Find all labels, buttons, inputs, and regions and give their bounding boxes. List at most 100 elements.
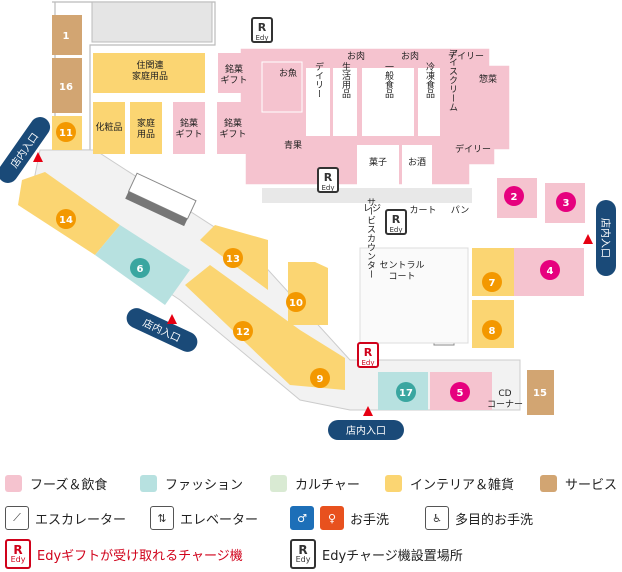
shop-circle [396, 382, 416, 402]
legend-culture-label: カルチャー [295, 478, 360, 493]
area-label-osake: お酒 [408, 157, 426, 168]
entrance-2[interactable]: 店内入口 [123, 305, 200, 355]
shop-marker-4[interactable]: 4 [540, 260, 560, 280]
wheelchair-icon: ♿ [425, 506, 449, 530]
svg-text:Edy: Edy [321, 184, 334, 192]
area-label-service_counter: サービスカウンター [365, 197, 376, 278]
entrance-label: 店内入口 [599, 218, 612, 258]
shop-marker-9[interactable]: 9 [310, 368, 330, 388]
svg-text:Edy: Edy [361, 359, 374, 367]
area-label-daily_r: デイリー [455, 143, 491, 155]
shop-circle [556, 192, 576, 212]
shop-marker-12[interactable]: 12 [233, 321, 253, 341]
entrance-arrow-icon [33, 152, 43, 162]
entrance-arrow-icon [363, 406, 373, 416]
shop-number: 11 [59, 128, 73, 139]
edy-icon [317, 167, 339, 193]
shop-circle [233, 321, 253, 341]
area-label-seika: 青果 [284, 139, 302, 151]
legend-elevator-label: エレベーター [180, 512, 259, 528]
swatch-foods [5, 475, 22, 492]
legend-service-label: サービス [565, 478, 618, 493]
legend-edy-gift-label: Edyギフトが受け取れるチャージ機 [37, 548, 243, 564]
shop-circle [56, 122, 76, 142]
shop-circle [530, 382, 550, 402]
food-block-osake [402, 145, 432, 185]
svg-text:R: R [258, 21, 267, 34]
area-label-daily_top: デイリー [448, 50, 484, 62]
shop-marker-8[interactable]: 8 [482, 320, 502, 340]
area-label-daily_v: デイリー [313, 61, 324, 98]
shop-marker-6[interactable]: 6 [130, 258, 150, 278]
shop-marker-15[interactable]: 15 [530, 382, 550, 402]
legend-interior-label: インテリア＆雑貨 [410, 478, 515, 493]
food-block-seikatsu [333, 68, 357, 136]
swatch-service [540, 475, 557, 492]
legend-escalator-label: エスカレーター [35, 512, 127, 528]
entrance-3[interactable]: 店内入口 [328, 420, 404, 440]
legend-culture: カルチャー [270, 474, 360, 493]
shop-marker-5[interactable]: 5 [450, 382, 470, 402]
elevator-icon: ⇅ [150, 506, 174, 530]
shop-number: 17 [399, 388, 413, 399]
svg-text:Edy: Edy [255, 34, 268, 42]
edy-icon [385, 209, 407, 235]
edy-icon [357, 342, 379, 368]
interior-block-12 [185, 265, 345, 390]
male-toilet-icon: ♂ [290, 506, 314, 530]
female-toilet-icon: ♀ [320, 506, 344, 530]
area-label-oniku1: お肉 [347, 50, 365, 62]
shop-number: 16 [59, 82, 73, 93]
shop-circle [286, 292, 306, 312]
legend-fashion: ファッション [140, 474, 243, 493]
shop-marker-13[interactable]: 13 [223, 248, 243, 268]
shop-circle [310, 368, 330, 388]
legend-multi-toilet: ♿ 多目的お手洗 [425, 506, 533, 530]
shop-marker-11[interactable]: 11 [56, 122, 76, 142]
shop-marker-16[interactable]: 16 [56, 76, 76, 96]
shop-marker-14[interactable]: 14 [56, 209, 76, 229]
entrance-badge [0, 117, 51, 183]
escalator-left [125, 172, 197, 227]
legend-escalator: ⟋ エスカレーター [5, 506, 126, 530]
shop-number: 6 [137, 264, 144, 275]
shop-number: 15 [533, 388, 547, 399]
food-block-osakana [261, 61, 303, 113]
legend-toilet-label: お手洗 [350, 512, 390, 528]
shop-circle [482, 272, 502, 292]
shop-marker-1[interactable]: 1 [56, 25, 76, 45]
shop-number: 2 [511, 192, 518, 203]
entrance-4[interactable]: 店内入口 [596, 200, 616, 276]
shop-number: 14 [59, 215, 73, 226]
shop-marker-3[interactable]: 3 [556, 192, 576, 212]
entrance-1[interactable]: 店内入口 [0, 113, 54, 187]
area-label-pan: パン [451, 205, 469, 216]
shop-marker-17[interactable]: 17 [396, 382, 416, 402]
shop-marker-7[interactable]: 7 [482, 272, 502, 292]
shop-number: 13 [226, 254, 240, 265]
food-block-ippan [362, 68, 414, 136]
area-label-sozai: 惣菜 [479, 73, 497, 85]
area-label-oniku2: お肉 [401, 50, 419, 62]
legend-elevator: ⇅ エレベーター [150, 506, 258, 530]
swatch-fashion [140, 475, 157, 492]
legend-multi-toilet-label: 多目的お手洗 [455, 512, 534, 528]
shop-circle [56, 209, 76, 229]
shop-marker-2[interactable]: 2 [504, 186, 524, 206]
shop-number: 7 [489, 278, 496, 289]
food-block-reitou [418, 68, 440, 136]
food-block-kashi [357, 145, 399, 185]
svg-text:R: R [324, 171, 333, 184]
legend-interior: インテリア＆雑貨 [385, 474, 514, 493]
legend-foods-label: フーズ＆飲食 [30, 478, 108, 493]
shop-marker-10[interactable]: 10 [286, 292, 306, 312]
wc-block-top [91, 1, 213, 43]
